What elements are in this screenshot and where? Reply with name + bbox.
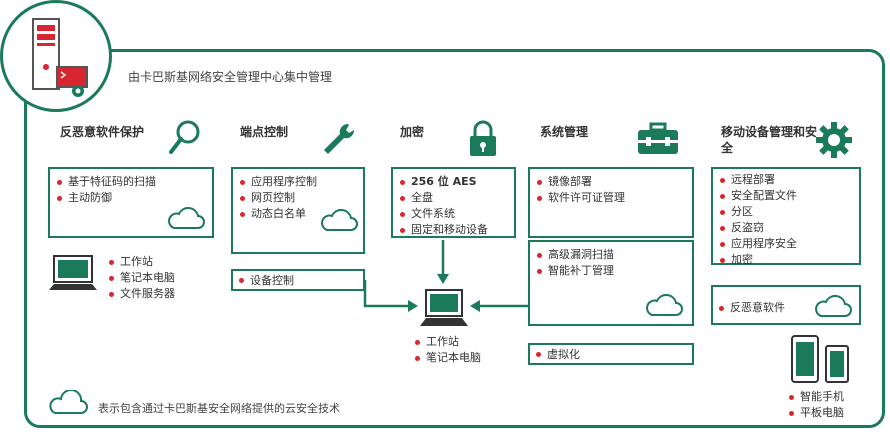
sysmgmt-title: 系统管理 (540, 125, 589, 139)
laptop-icon (49, 255, 97, 290)
cloud-icon (815, 294, 852, 317)
device-control-tag: 设备控制 (231, 269, 365, 291)
device-item: 平板电脑 (786, 405, 844, 421)
antimalware-item: 主动防御 (54, 190, 212, 206)
endpoint-title: 端点控制 (240, 125, 289, 139)
device-item: 笔记本电脑 (412, 350, 481, 366)
virtualization-tag: 虚拟化 (528, 343, 694, 365)
encryption-item: 全盘 (397, 190, 514, 206)
sysmgmt-bottom-box: 高级漏洞扫描 智能补丁管理 (528, 240, 694, 326)
center-laptop-icon (420, 289, 468, 326)
endpoint-item: 应用程序控制 (237, 174, 363, 190)
endpoint-box: 应用程序控制 网页控制 动态白名单 (231, 167, 365, 254)
antimalware-title: 反恶意软件保护 (60, 125, 145, 139)
header-caption: 由卡巴斯基网络安全管理中心集中管理 (128, 70, 333, 84)
mobile-device-list: 智能手机 平板电脑 (786, 389, 844, 421)
legend-text: 表示包含通过卡巴斯基安全网络提供的云安全技术 (98, 402, 340, 415)
workstation-list: 工作站 笔记本电脑 文件服务器 (106, 254, 175, 302)
server-console-icon (32, 18, 88, 97)
mobile-item: 分区 (717, 204, 859, 220)
center-device-list: 工作站 笔记本电脑 (412, 334, 481, 366)
mobile-title: 移动设备管理和安全 (721, 125, 818, 155)
mobile-box: 远程部署 安全配置文件 分区 反盗窃 应用程序安全 加密 (711, 167, 861, 268)
sysmgmt-top-box: 镜像部署 软件许可证管理 (528, 167, 694, 238)
sysmgmt-item: 软件许可证管理 (534, 190, 692, 206)
wrench-icon (324, 123, 355, 154)
cloud-icon (321, 208, 358, 231)
cloud-icon (646, 293, 683, 316)
mobile-item: 应用程序安全 (717, 236, 859, 252)
encryption-item: 256 位 AES (397, 174, 514, 190)
mobile-antimalware-label: 反恶意软件 (730, 301, 785, 314)
device-item: 智能手机 (786, 389, 844, 405)
mobile-item: 安全配置文件 (717, 188, 859, 204)
encryption-title: 加密 (400, 125, 425, 139)
mobile-item: 远程部署 (717, 172, 859, 188)
mobile-antimalware-box: 反恶意软件 (711, 285, 861, 325)
virtualization-label: 虚拟化 (547, 348, 580, 361)
server-logo-circle (0, 0, 112, 112)
mobile-item: 加密 (717, 252, 859, 268)
connector-arrows (363, 240, 528, 312)
device-control-label: 设备控制 (250, 274, 294, 287)
mobile-item: 反盗窃 (717, 220, 859, 236)
magnifier-icon (169, 120, 200, 154)
antimalware-item: 基于特征码的扫描 (54, 174, 212, 190)
toolbox-icon (638, 122, 678, 154)
device-item: 工作站 (412, 334, 481, 350)
endpoint-item: 动态白名单 (237, 206, 363, 222)
sysmgmt-item: 镜像部署 (534, 174, 692, 190)
mobile-devices-icon (791, 335, 849, 383)
lock-icon (470, 120, 496, 156)
outer-frame (24, 49, 885, 428)
device-item: 笔记本电脑 (106, 270, 175, 286)
encryption-item: 固定和移动设备 (397, 222, 514, 238)
sysmgmt-item: 高级漏洞扫描 (534, 247, 692, 263)
antimalware-box: 基于特征码的扫描 主动防御 (48, 167, 214, 238)
device-item: 文件服务器 (106, 286, 175, 302)
cloud-icon (168, 206, 205, 229)
legend-cloud-icon (49, 390, 88, 414)
encryption-item: 文件系统 (397, 206, 514, 222)
sysmgmt-item: 智能补丁管理 (534, 263, 692, 279)
encryption-box: 256 位 AES 全盘 文件系统 固定和移动设备 (391, 167, 516, 238)
device-item: 工作站 (106, 254, 175, 270)
endpoint-item: 网页控制 (237, 190, 363, 206)
gear-icon (816, 122, 852, 158)
